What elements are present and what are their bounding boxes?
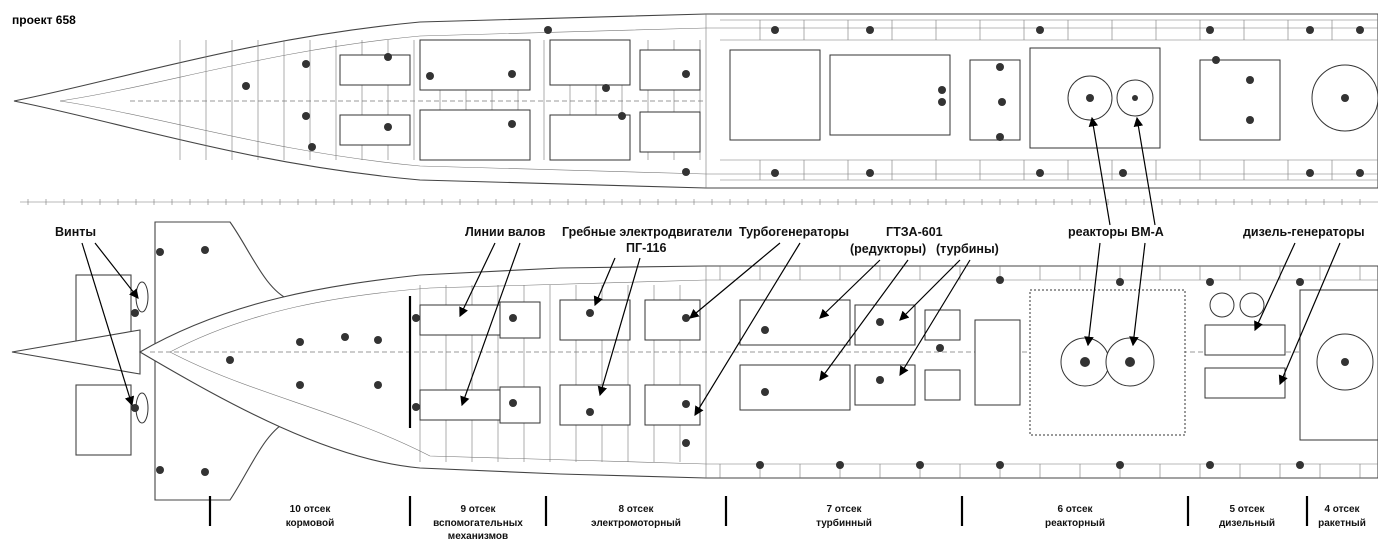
compartment-name: 10 отсек: [290, 504, 332, 515]
compartment-purpose: ракетный: [1318, 518, 1366, 529]
compartment-purpose: реакторный: [1045, 518, 1105, 529]
label-gtza-reducers: (редукторы): [850, 242, 926, 256]
compartment-purpose: вспомогательных: [433, 518, 523, 529]
compartment-purpose: дизельный: [1219, 518, 1275, 529]
label-gtza: ГТЗА-601: [886, 225, 943, 239]
compartment-name: 4 отсек: [1324, 504, 1360, 515]
diagram-title: проект 658: [12, 13, 76, 27]
frame-ruler: [20, 199, 1378, 205]
compartment-purpose: кормовой: [286, 518, 335, 529]
compartment-name: 7 отсек: [826, 504, 862, 515]
label-propulsion-motors-model: ПГ-116: [626, 241, 666, 255]
compartment-purpose: механизмов: [448, 531, 508, 542]
compartment-name: 5 отсек: [1229, 504, 1265, 515]
compartment-name: 9 отсек: [460, 504, 496, 515]
label-shaft-lines: Линии валов: [465, 225, 546, 239]
label-turbogenerators: Турбогенераторы: [739, 225, 849, 239]
upper-deck-plan: [13, 13, 1378, 189]
compartment-purpose: турбинный: [816, 517, 872, 529]
label-reactors: реакторы ВМ-А: [1068, 225, 1164, 239]
label-gtza-turbines: (турбины): [936, 242, 999, 256]
label-propulsion-motors: Гребные электродвигатели: [562, 225, 732, 239]
lower-deck-plan: [11, 221, 1378, 501]
compartment-purpose: электромоторный: [591, 518, 681, 529]
compartment-name: 6 отсек: [1057, 504, 1093, 515]
label-propellers: Винты: [55, 225, 96, 239]
label-diesel-generators: дизель-генераторы: [1243, 225, 1365, 239]
compartment-name: 8 отсек: [618, 504, 654, 515]
compartment-bar: 10 отсек кормовой 9 отсек вспомогательных ме…: [208, 496, 1366, 542]
